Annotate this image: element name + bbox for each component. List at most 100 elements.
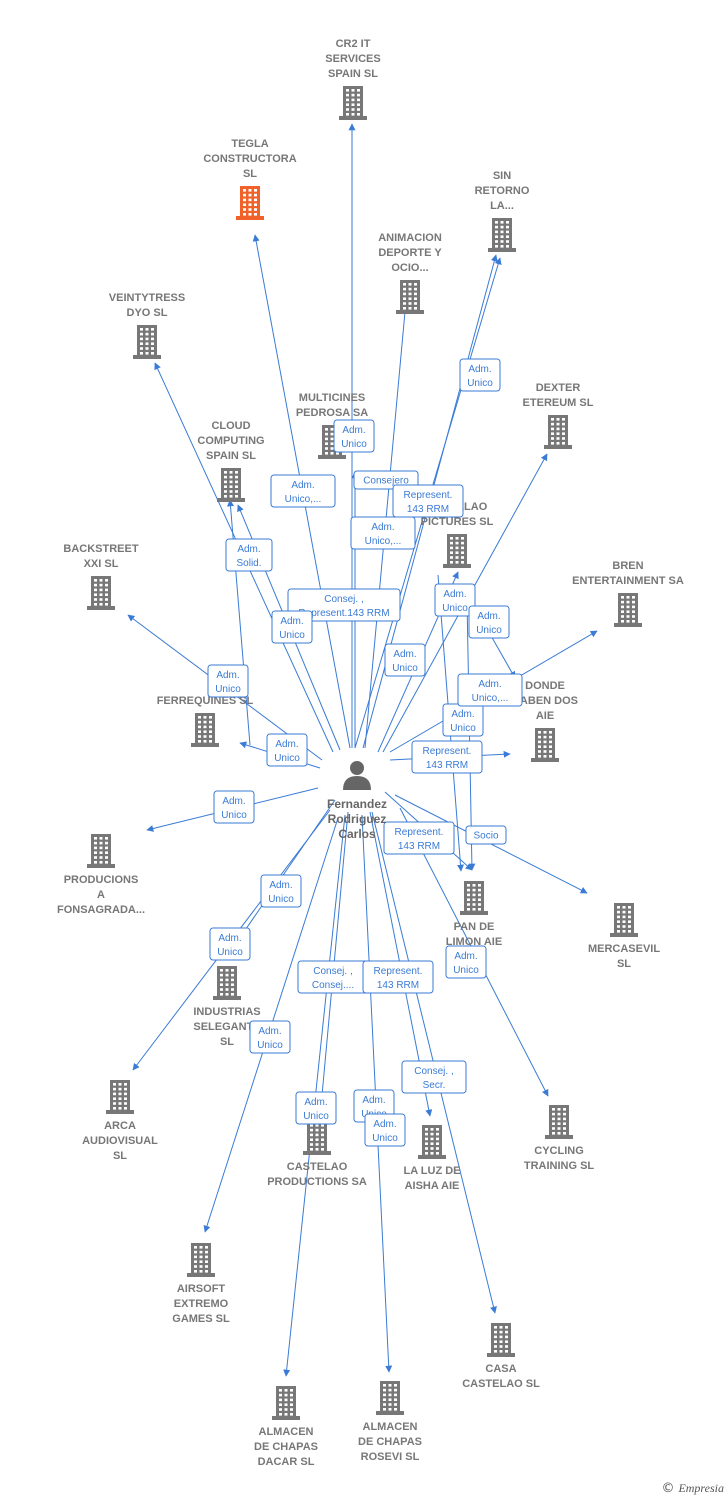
relation-label-text: Adm. <box>275 739 298 750</box>
company-label-line: DEPORTE Y <box>378 247 442 259</box>
company-label-line: ENTERTAINMENT SA <box>572 575 684 587</box>
building-icon <box>87 834 115 868</box>
relation-label-11[interactable]: Adm.Unico <box>384 643 426 677</box>
relation-label-1[interactable]: Adm.Unico <box>333 419 375 453</box>
company-node-ferrequines[interactable]: FERREQUINES SL <box>157 695 254 747</box>
relation-label-16[interactable]: Represent.143 RRM <box>411 740 483 774</box>
company-label-line: DEXTER <box>536 382 581 394</box>
relation-label-6[interactable]: Adm.Solid. <box>225 538 273 572</box>
company-label-line: GAMES SL <box>172 1313 230 1325</box>
relation-label-4[interactable]: Represent.143 RRM <box>392 484 464 518</box>
relation-label-24[interactable]: Adm.Unico <box>249 1020 291 1054</box>
relation-label-27[interactable]: Adm.Unico <box>295 1091 337 1125</box>
relation-label-7[interactable]: Consej. ,Represent.143 RRM <box>287 588 401 622</box>
relation-label-text: Unico <box>217 947 243 958</box>
company-node-pandelimon[interactable]: PAN DE LIMON AIE <box>446 881 502 948</box>
company-label-line: DONDE <box>525 680 565 692</box>
company-node-dacar[interactable]: ALMACEN DE CHAPAS DACAR SL <box>254 1386 318 1468</box>
relation-label-0[interactable]: Adm.Unico <box>459 358 501 392</box>
building-icon <box>106 1080 134 1114</box>
company-label-line: XXI SL <box>84 558 119 570</box>
company-node-dexter[interactable]: DEXTER ETEREUM SL <box>523 382 594 449</box>
building-icon <box>376 1381 404 1415</box>
company-label-line: INDUSTRIAS <box>193 1006 260 1018</box>
relation-label-text: Adm. <box>258 1026 281 1037</box>
company-label-line: PAN DE <box>454 921 495 933</box>
relation-label-14[interactable]: Adm.Unico <box>442 703 484 737</box>
relation-edge-28 <box>227 499 251 746</box>
company-label-line: FERREQUINES SL <box>157 695 254 707</box>
company-label-line: SERVICES <box>325 53 380 65</box>
relation-label-text: Unico <box>274 753 300 764</box>
relation-label-text: Unico <box>268 894 294 905</box>
relation-label-text: Adm. <box>216 670 239 681</box>
relation-label-15[interactable]: Adm.Unico,... <box>457 673 523 707</box>
relation-label-text: 143 RRM <box>426 760 468 771</box>
company-label-line: ALMACEN <box>259 1426 314 1438</box>
relation-label-8[interactable]: Adm.Unico <box>271 610 313 644</box>
relation-label-23[interactable]: Represent.143 RRM <box>362 960 434 994</box>
relation-label-25[interactable]: Adm.Unico <box>445 945 487 979</box>
company-label-line: CONSTRUCTORA <box>203 153 296 165</box>
relation-label-text: Adm. <box>451 709 474 720</box>
company-label-line: ARCA <box>104 1120 136 1132</box>
company-label-line: BACKSTREET <box>63 543 138 555</box>
company-label-line: ROSEVI SL <box>361 1451 420 1463</box>
relation-label-12[interactable]: Adm.Unico <box>207 664 249 698</box>
company-label-line: SL <box>617 958 631 970</box>
company-label-line: VEINTYTRESS <box>109 292 185 304</box>
relation-label-text: Unico <box>279 630 305 641</box>
company-label-line: SPAIN SL <box>328 68 378 80</box>
relation-label-10[interactable]: Adm.Unico <box>468 605 510 639</box>
relation-label-text: Unico,... <box>285 494 322 505</box>
relation-label-21[interactable]: Adm.Unico <box>209 927 251 961</box>
company-node-backstreet[interactable]: BACKSTREET XXI SL <box>63 543 139 610</box>
building-icon <box>133 325 161 359</box>
relation-label-18[interactable]: Represent.143 RRM <box>383 821 455 855</box>
company-label-line: SL <box>243 168 257 180</box>
relation-label-20[interactable]: Adm.Unico <box>260 874 302 908</box>
building-icon <box>236 186 264 220</box>
relation-label-text: Unico,... <box>472 693 509 704</box>
relation-label-29[interactable]: Adm.Unico <box>364 1113 406 1147</box>
relation-label-17[interactable]: Adm.Unico <box>213 790 255 824</box>
company-label-line: LIMON AIE <box>446 936 502 948</box>
person-icon <box>343 761 371 790</box>
company-node-sinretorno[interactable]: SINRETORNOLA... <box>475 170 530 252</box>
company-node-producions[interactable]: PRODUCIONSAFONSAGRADA... <box>57 834 145 916</box>
relation-label-text: 143 RRM <box>398 841 440 852</box>
relation-label-text: Adm. <box>237 544 260 555</box>
relation-label-3[interactable]: Adm.Unico,... <box>270 474 336 508</box>
company-label-line: DE CHAPAS <box>254 1441 318 1453</box>
company-label-line: ETEREUM SL <box>523 397 594 409</box>
relation-label-26[interactable]: Consej. ,Secr. <box>401 1060 467 1094</box>
relation-label-22[interactable]: Consej. ,Consej.... <box>297 960 369 994</box>
building-icon <box>217 468 245 502</box>
building-icon <box>187 1243 215 1277</box>
relation-label-9[interactable]: Adm.Unico <box>434 583 476 617</box>
company-label-line: AISHA AIE <box>405 1180 460 1192</box>
relation-label-13[interactable]: Adm. Unico <box>266 733 308 767</box>
relation-label-19[interactable]: Socio <box>465 825 507 845</box>
relation-label-text: Unico <box>221 810 247 821</box>
company-label-line: DACAR SL <box>258 1456 315 1468</box>
relation-label-text: Represent. <box>404 490 453 501</box>
relation-label-5[interactable]: Adm.Unico,... <box>350 516 416 550</box>
